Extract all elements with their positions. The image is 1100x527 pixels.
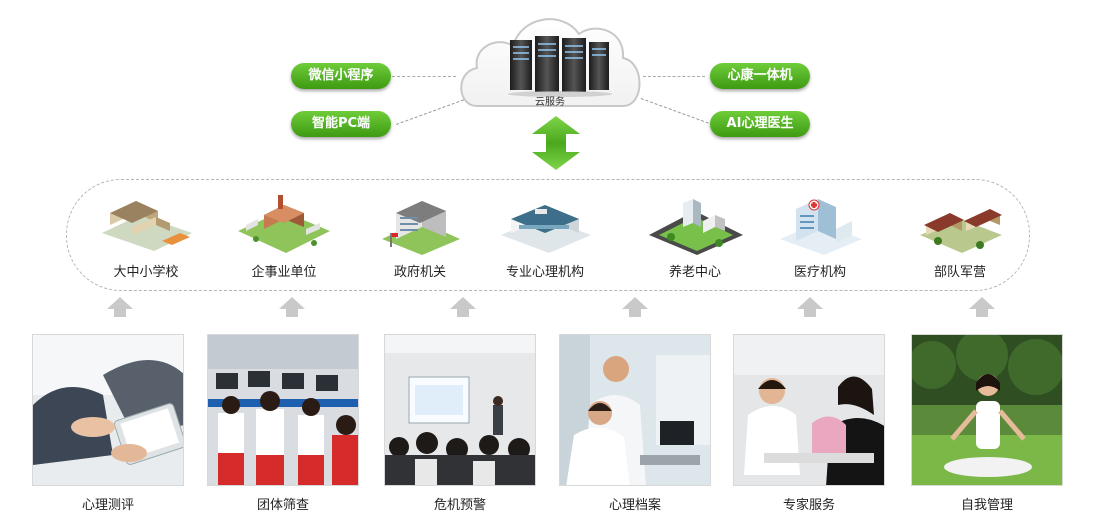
platform-wechat-miniapp: 微信小程序 [291, 63, 391, 89]
up-arrow-icon [622, 297, 648, 317]
up-arrow-icon [969, 297, 995, 317]
service-label: 危机预警 [433, 498, 486, 513]
government-building-icon [382, 201, 460, 255]
platform-kiosk: 心康一体机 [710, 63, 810, 89]
self-management-photo [912, 335, 1062, 485]
scene-label: 大中小学校 [113, 265, 179, 280]
photo-tile-assessment [32, 334, 184, 486]
service-label: 团体筛查 [256, 498, 309, 513]
scene-psych-institute: 专业心理机构 [480, 195, 610, 280]
photo-tile-expert [733, 334, 885, 486]
nursing-home-icon [649, 199, 743, 255]
up-arrow-icon [107, 297, 133, 317]
expert-service-photo [734, 335, 884, 485]
scene-government: 政府机关 [355, 195, 485, 280]
connector-kiosk [643, 76, 705, 77]
service-label: 自我管理 [960, 498, 1013, 513]
barracks-icon [920, 209, 1002, 253]
scene-label: 企事业单位 [251, 265, 317, 280]
double-arrow-icon [532, 116, 580, 170]
cloud-label: 云服务 [535, 97, 565, 108]
platform-ai-doctor: AI心理医生 [710, 111, 810, 137]
photo-tile-crisis-warning [384, 334, 536, 486]
up-arrow-icon [450, 297, 476, 317]
psych-records-photo [560, 335, 710, 485]
scene-label: 政府机关 [393, 265, 446, 280]
hospital-icon [780, 199, 862, 255]
cloud-service-icon [460, 18, 641, 107]
scene-enterprise: 企事业单位 [219, 195, 349, 280]
up-arrow-icon [279, 297, 305, 317]
scene-hospital: 医疗机构 [755, 195, 885, 280]
scene-label: 部队军营 [933, 265, 986, 280]
factory-icon [238, 195, 330, 253]
crisis-warning-photo [385, 335, 535, 485]
scene-school: 大中小学校 [81, 195, 211, 280]
tablet-assessment-photo [33, 335, 183, 485]
scene-nursing: 养老中心 [630, 195, 760, 280]
service-label: 心理测评 [81, 498, 134, 513]
connector-wechat [392, 76, 456, 77]
photo-tile-self-management [911, 334, 1063, 486]
connector-ai [640, 98, 709, 124]
connector-pc [396, 99, 464, 125]
service-label: 专家服务 [782, 498, 835, 513]
service-label: 心理档案 [608, 498, 661, 513]
scene-military: 部队军营 [895, 195, 1025, 280]
group-screening-photo [208, 335, 358, 485]
school-building-icon [102, 201, 192, 251]
scene-label: 医疗机构 [793, 265, 846, 280]
platform-smart-pc: 智能PC端 [291, 111, 391, 137]
up-arrow-icon [797, 297, 823, 317]
photo-tile-group-screening [207, 334, 359, 486]
scene-label: 养老中心 [668, 265, 721, 280]
scene-container [66, 179, 1030, 291]
photo-tile-records [559, 334, 711, 486]
scene-label: 专业心理机构 [505, 265, 584, 280]
clinic-icon [501, 205, 591, 253]
